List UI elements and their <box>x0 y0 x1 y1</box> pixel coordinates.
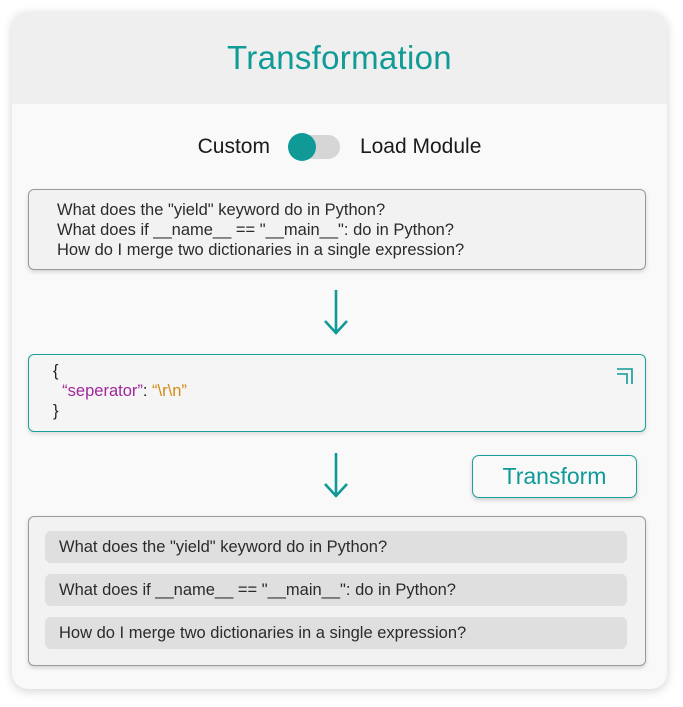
transformation-card: Transformation Custom Load Module What d… <box>12 12 667 689</box>
code-open-brace: { <box>53 362 59 380</box>
output-item[interactable]: What does the "yield" keyword do in Pyth… <box>45 531 627 563</box>
mode-switch-row: Custom Load Module <box>12 130 667 164</box>
arrow-down-icon <box>324 290 348 335</box>
load-module-label[interactable]: Load Module <box>359 135 482 158</box>
config-colon: : <box>142 382 153 400</box>
toggle-knob <box>287 133 316 161</box>
output-list: What does the "yield" keyword do in Pyth… <box>28 516 646 666</box>
expand-icon[interactable] <box>615 365 635 385</box>
page-title: Transformation <box>227 39 452 76</box>
output-item[interactable]: What does if __name__ == "__main__": do … <box>45 574 627 606</box>
card-header: Transformation <box>12 12 667 104</box>
input-text-area[interactable]: What does the "yield" keyword do in Pyth… <box>28 189 646 270</box>
config-editor[interactable]: { “seperator”: “\r\n” } <box>28 354 646 432</box>
arrow-down-icon <box>324 453 348 498</box>
output-item[interactable]: How do I merge two dictionaries in a sin… <box>45 617 627 649</box>
code-close-brace: } <box>53 402 59 420</box>
transform-button[interactable]: Transform <box>472 455 637 498</box>
config-value: “\r\n” <box>152 382 187 400</box>
custom-label[interactable]: Custom <box>197 135 270 158</box>
input-line: How do I merge two dictionaries in a sin… <box>57 241 465 259</box>
code-entry: “seperator”: “\r\n” <box>53 381 645 401</box>
mode-toggle[interactable] <box>287 133 342 161</box>
input-line: What does if __name__ == "__main__": do … <box>57 221 454 239</box>
input-line: What does the "yield" keyword do in Pyth… <box>57 201 386 219</box>
config-key: “seperator” <box>62 382 143 400</box>
